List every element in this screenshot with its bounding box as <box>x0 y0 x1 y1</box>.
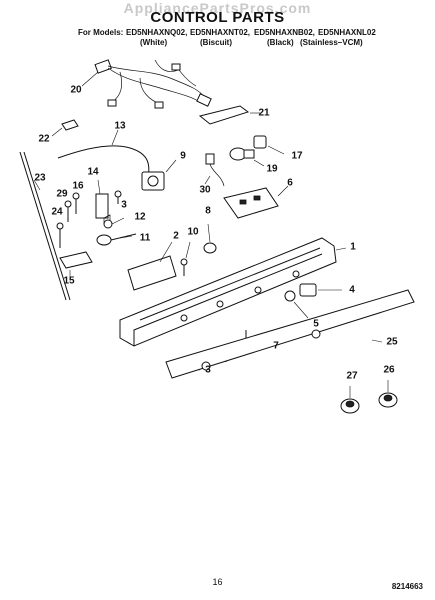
callout-15: 15 <box>63 275 75 287</box>
control-panel <box>165 289 415 379</box>
callout-29: 29 <box>56 188 68 200</box>
callout-22: 22 <box>38 133 50 145</box>
callout-6: 6 <box>287 177 293 189</box>
document-number: 8214663 <box>391 582 423 591</box>
wire-harness <box>81 59 212 109</box>
control-knob <box>340 380 398 414</box>
thermostat <box>141 159 177 191</box>
watermark: AppliancePartsPros.com <box>123 0 312 16</box>
callout-5: 5 <box>313 318 319 330</box>
callout-16: 16 <box>72 180 84 192</box>
callout-7: 7 <box>273 340 279 352</box>
control-board <box>223 185 289 219</box>
models-label: For Models: <box>78 28 124 37</box>
callout-17: 17 <box>291 150 303 162</box>
callout-27: 27 <box>346 370 358 382</box>
drain-rod <box>19 151 71 301</box>
page-title: CONTROL PARTS <box>150 9 285 26</box>
callout-3: 3 <box>121 199 127 211</box>
callout-30: 30 <box>199 184 211 196</box>
wire-connector <box>204 153 225 187</box>
lamp-socket <box>229 135 285 167</box>
knob-bracket <box>56 179 137 280</box>
bumper <box>180 223 217 276</box>
callout-20: 20 <box>70 84 82 96</box>
model-color: (Black) <box>267 38 294 47</box>
switch <box>284 283 342 319</box>
light-shield <box>198 105 260 125</box>
callout-19: 19 <box>266 163 278 175</box>
control-housing <box>119 237 347 347</box>
callout-13: 13 <box>114 120 126 132</box>
callout-3b: 3 <box>205 364 211 376</box>
callout-25: 25 <box>386 336 398 348</box>
page-number: 16 <box>212 577 223 587</box>
clip <box>51 119 79 137</box>
model-code: ED5NHAXNL02 <box>318 28 376 37</box>
callout-10: 10 <box>187 226 199 238</box>
callout-9: 9 <box>180 150 186 162</box>
model-code: ED5NHAXNQ02, <box>126 28 188 37</box>
model-code: ED5NHAXNB02, <box>254 28 315 37</box>
tubing <box>57 129 150 181</box>
callout-1: 1 <box>350 241 356 253</box>
model-color: (White) <box>140 38 168 47</box>
callout-2: 2 <box>173 230 179 242</box>
callout-21: 21 <box>258 107 270 119</box>
bracket-plate <box>127 241 177 291</box>
model-color: (Biscuit) <box>200 38 232 47</box>
callout-8: 8 <box>205 205 211 217</box>
callout-4: 4 <box>349 284 355 296</box>
callout-23: 23 <box>34 172 46 184</box>
callout-26: 26 <box>383 364 395 376</box>
callout-12: 12 <box>134 211 146 223</box>
model-code: ED5NHAXNT02, <box>190 28 251 37</box>
callout-14: 14 <box>87 166 99 178</box>
callout-24: 24 <box>51 206 63 218</box>
callout-11: 11 <box>139 232 151 244</box>
model-color: (Stainless–VCM) <box>300 38 363 47</box>
